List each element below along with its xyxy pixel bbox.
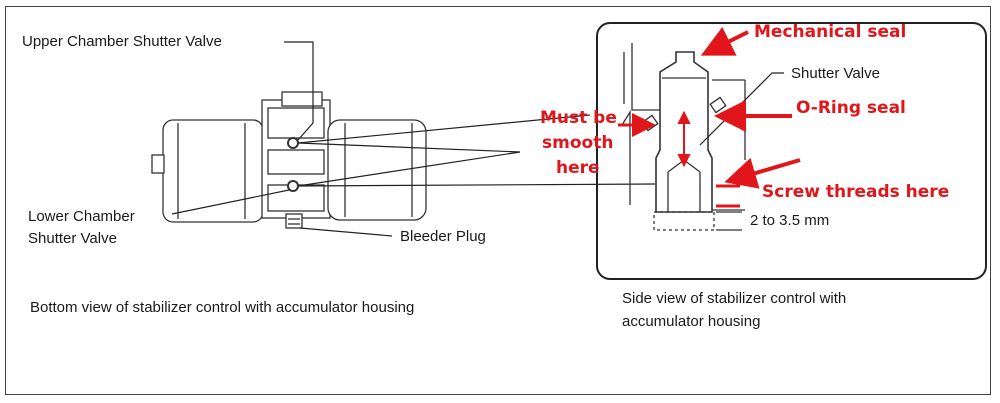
bottom-view-assembly xyxy=(151,91,427,229)
screw-threads-annotation: Screw threads here xyxy=(762,182,950,202)
shutter-valve-leader xyxy=(699,72,784,146)
lower-valve-port xyxy=(287,180,299,192)
mechanical-seal-arrow xyxy=(700,26,749,56)
callout-line-c xyxy=(297,151,521,187)
bleeder-plug-part xyxy=(285,213,303,229)
side-view-inset xyxy=(596,22,987,280)
oring-seal-annotation: O-Ring seal xyxy=(796,98,906,118)
side-view-caption-line2: accumulator housing xyxy=(622,313,761,330)
bleeder-leader xyxy=(299,227,393,237)
callout-line-d xyxy=(297,183,656,187)
upper-valve-leader xyxy=(284,41,314,141)
lower-valve-label-line1: Lower Chamber xyxy=(28,208,135,225)
callout-line-b xyxy=(297,142,521,153)
lower-valve-leader xyxy=(171,189,290,215)
shutter-valve-label: Shutter Valve xyxy=(791,65,880,82)
leader-lines xyxy=(171,41,656,237)
annotation-arrows xyxy=(618,26,801,208)
screw-threads-arrow xyxy=(724,157,801,189)
mechanical-seal-annotation: Mechanical seal xyxy=(754,22,907,42)
dimension-label: 2 to 3.5 mm xyxy=(750,212,830,229)
lower-valve-label-line2: Shutter Valve xyxy=(28,230,117,247)
motion-arrow xyxy=(677,110,691,168)
must-be-annotation-line2: smooth xyxy=(542,133,614,153)
bleeder-plug-label: Bleeder Plug xyxy=(400,228,486,245)
bottom-view-caption: Bottom view of stabilizer control with a… xyxy=(30,299,415,316)
callout-line-a xyxy=(297,114,591,144)
dashed-extension xyxy=(653,211,715,231)
must-be-annotation-line1: Must be xyxy=(540,108,617,128)
figure-frame xyxy=(5,6,991,395)
upper-valve-label: Upper Chamber Shutter Valve xyxy=(22,33,222,50)
motor-shaft xyxy=(151,154,165,174)
must-be-annotation-line3: here xyxy=(556,158,600,178)
side-view-caption-line1: Side view of stabilizer control with xyxy=(622,290,847,307)
upper-valve-port xyxy=(287,137,299,149)
